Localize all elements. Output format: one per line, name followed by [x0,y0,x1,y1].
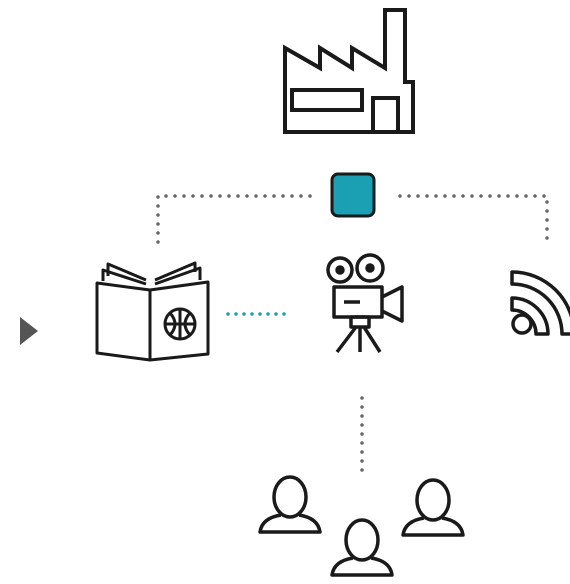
user-icon-right [401,478,465,537]
connector-hub-to-rss [398,194,549,248]
hub-square-node [330,172,376,218]
factory-icon [283,8,415,134]
users-group-icon [258,475,465,577]
connector-hub-to-passport [156,194,312,248]
passport-icon [95,261,210,362]
user-icon-center [330,518,394,577]
play-arrow-icon[interactable] [20,317,38,345]
movie-camera-icon [326,253,404,354]
user-icon-left [258,475,322,534]
rss-feed-icon [510,270,570,336]
